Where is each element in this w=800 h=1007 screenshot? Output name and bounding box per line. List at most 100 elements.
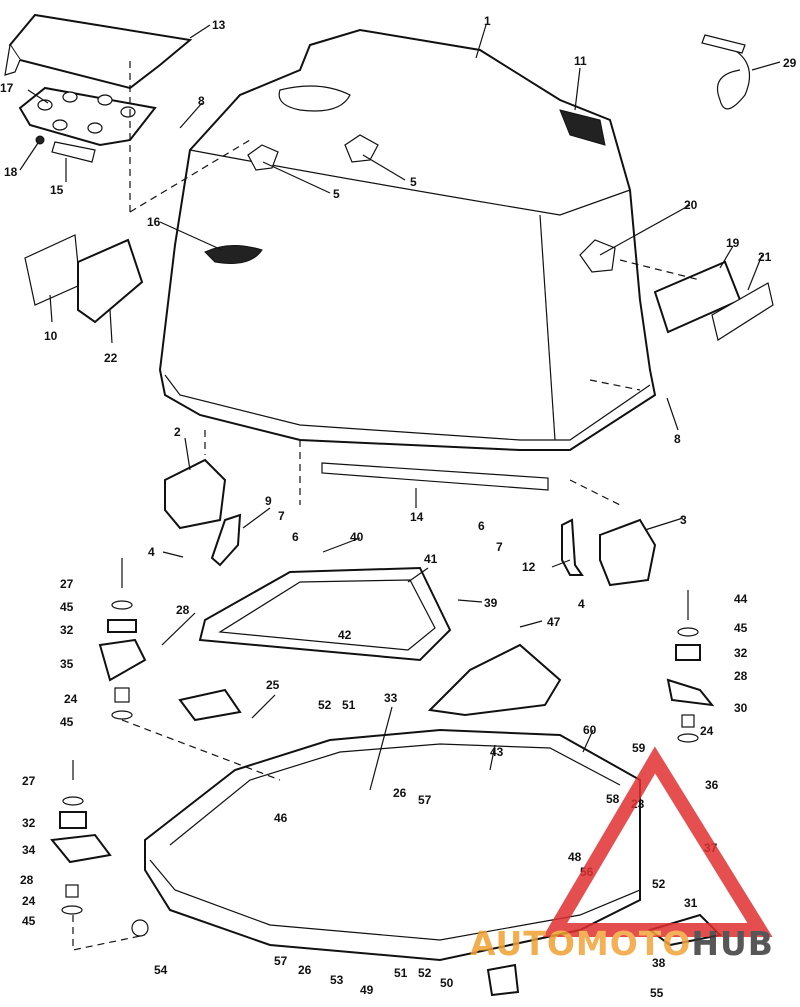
frame-22 <box>77 238 144 324</box>
callout-17: 17 <box>0 81 14 95</box>
callout-8: 8 <box>674 432 681 446</box>
guide-lines <box>72 60 701 951</box>
lower-pan <box>144 728 641 962</box>
callout-25: 25 <box>266 678 280 692</box>
callout-57: 57 <box>274 954 288 968</box>
cover-43 <box>427 643 562 717</box>
callout-60: 60 <box>583 723 597 737</box>
callout-42: 42 <box>338 628 352 642</box>
watermark-moto: MOTO <box>576 924 691 963</box>
callout-54: 54 <box>154 963 168 977</box>
callout-38: 38 <box>652 956 666 970</box>
callout-4: 4 <box>148 545 155 559</box>
callout-52: 52 <box>418 966 432 980</box>
callout-46: 46 <box>274 811 288 825</box>
callout-57: 57 <box>418 793 432 807</box>
callout-5: 5 <box>333 187 340 201</box>
callout-2: 2 <box>174 425 181 439</box>
bracket-2 <box>164 458 227 530</box>
callout-30: 30 <box>734 701 748 715</box>
callout-29: 29 <box>783 56 797 70</box>
callout-48: 48 <box>568 850 582 864</box>
callout-20: 20 <box>684 198 698 212</box>
callout-52: 52 <box>652 877 666 891</box>
top-left-parts <box>4 13 193 163</box>
callout-47: 47 <box>547 615 561 629</box>
grommet-54 <box>131 919 149 937</box>
callout-5: 5 <box>410 175 417 189</box>
svg-text:AUTOMOTOHUB: AUTOMOTOHUB <box>470 924 774 963</box>
clip-50 <box>486 963 520 997</box>
callout-16: 16 <box>147 215 161 229</box>
motor-cover <box>158 28 657 451</box>
right-mounts <box>666 590 715 743</box>
callout-6: 6 <box>292 530 299 544</box>
callout-21: 21 <box>758 250 772 264</box>
decal-21 <box>711 282 774 341</box>
watermark-hub: HUB <box>691 924 774 963</box>
callout-7: 7 <box>496 540 503 554</box>
callout-58: 58 <box>606 792 620 806</box>
callout-59: 59 <box>632 741 646 755</box>
callout-39: 39 <box>484 596 498 610</box>
handle-25 <box>178 688 242 722</box>
watermark-auto: AUTO <box>470 924 576 963</box>
callout-4: 4 <box>578 597 585 611</box>
callout-24: 24 <box>700 724 714 738</box>
leader-lines <box>19 24 781 791</box>
callout-32: 32 <box>60 623 74 637</box>
callout-45: 45 <box>60 715 74 729</box>
callout-7: 7 <box>278 509 285 523</box>
callout-45: 45 <box>734 621 748 635</box>
cable-29 <box>701 34 751 110</box>
callout-24: 24 <box>22 894 36 908</box>
callout-55: 55 <box>650 986 664 1000</box>
callout-45: 45 <box>60 600 74 614</box>
callout-9: 9 <box>265 494 272 508</box>
callout-41: 41 <box>424 552 438 566</box>
callout-36: 36 <box>705 778 719 792</box>
watermark: AUTOMOTOHUB <box>470 746 774 963</box>
callout-28: 28 <box>176 603 190 617</box>
decal-16 <box>204 245 263 264</box>
callout-32: 32 <box>734 646 748 660</box>
callout-18: 18 <box>4 165 18 179</box>
callout-6: 6 <box>478 519 485 533</box>
callout-51: 51 <box>342 698 356 712</box>
callout-28: 28 <box>734 669 748 683</box>
callout-49: 49 <box>360 983 374 997</box>
seal-14 <box>321 462 549 491</box>
callout-8: 8 <box>198 94 205 108</box>
bracket-9 <box>210 513 242 567</box>
left-mounts <box>50 558 147 915</box>
callout-50: 50 <box>440 976 454 990</box>
callout-45: 45 <box>22 914 36 928</box>
bracket-3 <box>599 518 657 587</box>
callout-labels: 1 2 3 4 4 5 5 6 6 7 7 8 8 9 10 11 12 13 … <box>0 14 797 1000</box>
callout-43: 43 <box>490 745 504 759</box>
callout-13: 13 <box>212 18 226 32</box>
callout-11: 11 <box>574 54 587 68</box>
callout-32: 32 <box>22 816 36 830</box>
callout-14: 14 <box>410 510 424 524</box>
callout-1: 1 <box>484 14 491 28</box>
grille-panel <box>559 109 606 146</box>
callout-35: 35 <box>60 657 74 671</box>
callout-28: 28 <box>20 873 34 887</box>
callout-27: 27 <box>60 577 74 591</box>
callout-33: 33 <box>384 691 398 705</box>
callout-3: 3 <box>680 513 687 527</box>
bracket-12 <box>561 518 584 576</box>
callout-10: 10 <box>44 329 58 343</box>
callout-26: 26 <box>393 786 407 800</box>
watermark-triangle-icon <box>542 746 773 937</box>
callout-19: 19 <box>726 236 740 250</box>
callout-12: 12 <box>522 560 536 574</box>
callout-40: 40 <box>350 530 364 544</box>
callout-31: 31 <box>684 896 698 910</box>
callout-53: 53 <box>330 973 344 987</box>
callout-26: 26 <box>298 963 312 977</box>
callout-51: 51 <box>394 966 408 980</box>
callout-24: 24 <box>64 692 78 706</box>
